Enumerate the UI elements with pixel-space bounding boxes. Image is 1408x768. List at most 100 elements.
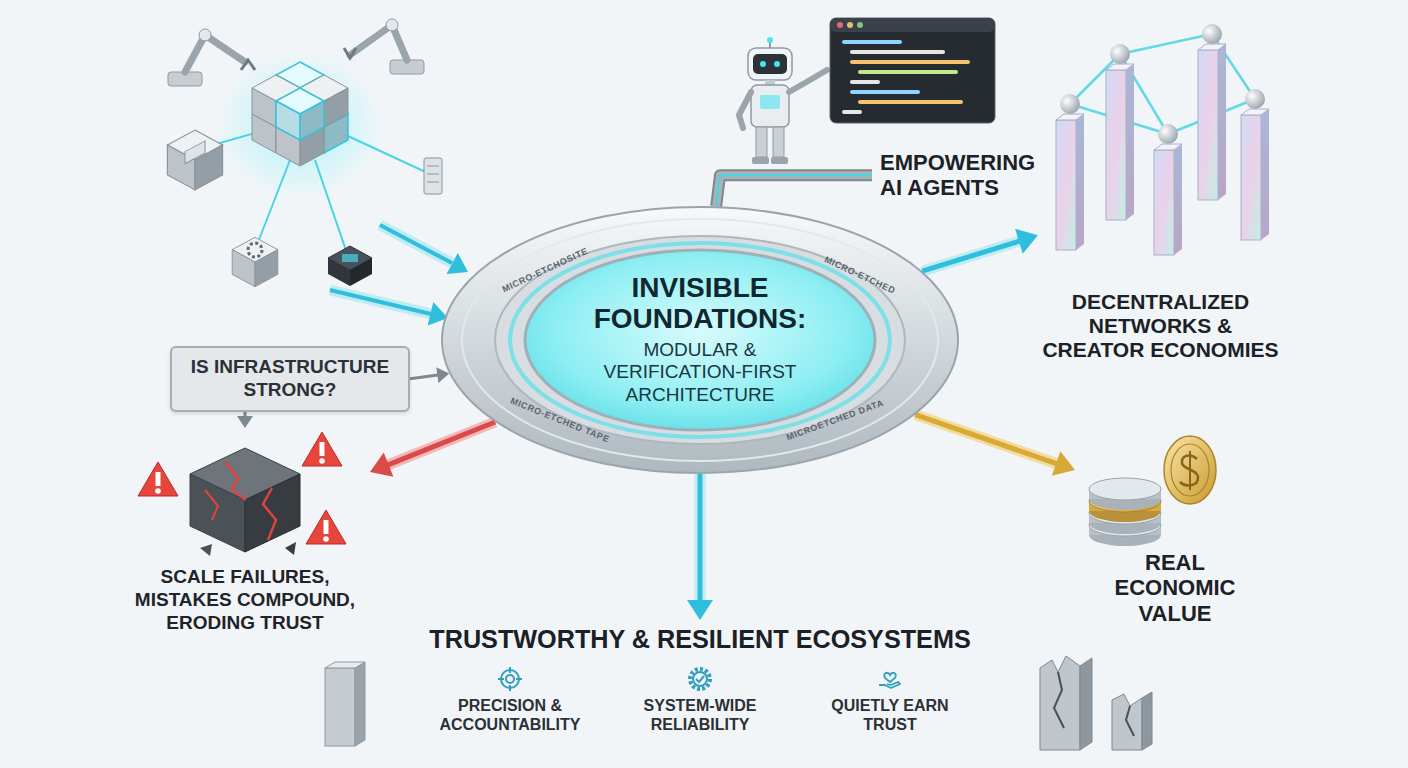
connector: [915, 415, 1075, 476]
coin-stack: [1171, 444, 1209, 496]
robot-figure: [760, 95, 780, 109]
robot-figure: [752, 157, 769, 164]
code-window: [858, 70, 958, 74]
broken-pillar: [1054, 672, 1064, 728]
broken-block: [190, 448, 300, 556]
node-title: SYSTEM-WIDE RELIABILITY: [615, 696, 785, 734]
code-window: [837, 22, 843, 28]
arrow-head: [237, 416, 253, 428]
outcome-label: EMPOWERING AI AGENTS: [872, 150, 1052, 201]
network-pillars: [1126, 64, 1134, 220]
node-title: TRUSTWORTHY & RESILIENT ECOSYSTEMS: [370, 624, 1030, 654]
flow-arrow: [380, 225, 452, 263]
warning-sign: [324, 520, 329, 534]
module-cluster: [328, 258, 350, 286]
connector-line: [922, 240, 1023, 271]
node-title: DECENTRALIZED NETWORKS & CREATOR ECONOMI…: [1038, 290, 1283, 362]
connector: [687, 474, 713, 620]
module-cluster: [167, 19, 442, 287]
network-pillars: [1154, 150, 1174, 255]
robot-figure: [739, 92, 751, 128]
coin-stack: [1089, 436, 1216, 546]
robot-figure: [739, 37, 827, 164]
broken-pillar: [1112, 694, 1142, 750]
network-pillars: [1198, 50, 1218, 200]
broken-block: [225, 462, 246, 500]
steel-pillar: [325, 668, 355, 746]
outcome-label: DECENTRALIZED NETWORKS & CREATOR ECONOMI…: [1038, 28, 1283, 362]
foundation-ring: [495, 236, 905, 444]
module-cluster: [185, 35, 245, 72]
flow-arrow: [380, 225, 452, 263]
network-pillars: [1110, 44, 1130, 64]
broken-pillar: [1142, 692, 1152, 750]
network-pillars: [1245, 89, 1265, 109]
connector: [237, 412, 253, 428]
module-cluster: [241, 60, 255, 70]
warning-sign: [319, 458, 325, 464]
foundation-ring: INVISIBLE FOUNDATIONS:MODULAR & VERIFICA…: [440, 205, 960, 475]
network-pillars: [1261, 109, 1269, 240]
network-pillars: [1154, 124, 1182, 255]
module-cluster: [350, 258, 372, 286]
network-pillars: [1241, 115, 1261, 240]
connector: [370, 422, 495, 477]
node-title: INVISIBLE FOUNDATIONS:: [575, 273, 825, 335]
module-cluster: [427, 166, 439, 167]
steel-pillar: [325, 662, 365, 668]
module-cluster: [185, 141, 205, 164]
network-pillars: [1076, 114, 1084, 250]
value-item: [884, 673, 896, 682]
value-item: [506, 675, 514, 683]
module-cluster: [335, 130, 432, 175]
coin-stack: [1189, 451, 1191, 490]
connector-line: [716, 175, 872, 206]
network-pillars: [1056, 24, 1269, 255]
connector-line: [922, 240, 1023, 271]
network-pillars: [1218, 44, 1226, 200]
network-pillars: [1154, 144, 1182, 150]
broken-block: [205, 490, 218, 520]
network-pillars: [1241, 89, 1269, 240]
warning-sign: [306, 510, 346, 544]
node-title: QUIETLY EARN TRUST: [805, 696, 975, 734]
module-cluster: [248, 243, 262, 257]
network-pillars: [1174, 144, 1182, 255]
flow-arrow: [330, 290, 431, 314]
connector-line: [385, 422, 495, 466]
connector: [410, 367, 449, 383]
code-window: [850, 80, 880, 84]
arrow-head: [370, 453, 393, 477]
value-item: [877, 666, 903, 692]
warning-sign: [156, 472, 161, 486]
warning-sign: [138, 432, 346, 544]
network-pillars: [1198, 24, 1226, 200]
network-pillars: [1106, 64, 1134, 70]
module-cluster: [427, 182, 439, 183]
connector-line: [698, 474, 703, 604]
network-pillars: [1060, 94, 1080, 114]
network-pillars: [1056, 94, 1084, 250]
code-window: [847, 22, 853, 28]
code-window: [850, 60, 970, 64]
value-item: [509, 667, 511, 673]
broken-pillar: [1040, 656, 1080, 750]
warning-sign: [138, 462, 178, 496]
robot-figure: [753, 54, 787, 74]
coin-stack: [1164, 436, 1216, 504]
ring-text: INVISIBLE FOUNDATIONS:MODULAR & VERIFICA…: [575, 273, 825, 407]
broken-pillar: [1080, 658, 1092, 750]
module-cluster: [315, 160, 350, 262]
module-cluster: [199, 29, 211, 41]
value-item: [879, 682, 900, 688]
value-item: [516, 678, 522, 680]
node-title: SCALE FAILURES, MISTAKES COMPOUND, ERODI…: [120, 566, 370, 634]
robot-figure: [748, 48, 792, 80]
arrow-head: [1052, 451, 1075, 476]
value-item: [693, 672, 707, 686]
broken-pillar: [1040, 656, 1152, 750]
robot-figure: [789, 70, 827, 92]
node-title: REAL ECONOMIC VALUE: [1100, 550, 1250, 626]
module-cluster: [255, 160, 290, 250]
